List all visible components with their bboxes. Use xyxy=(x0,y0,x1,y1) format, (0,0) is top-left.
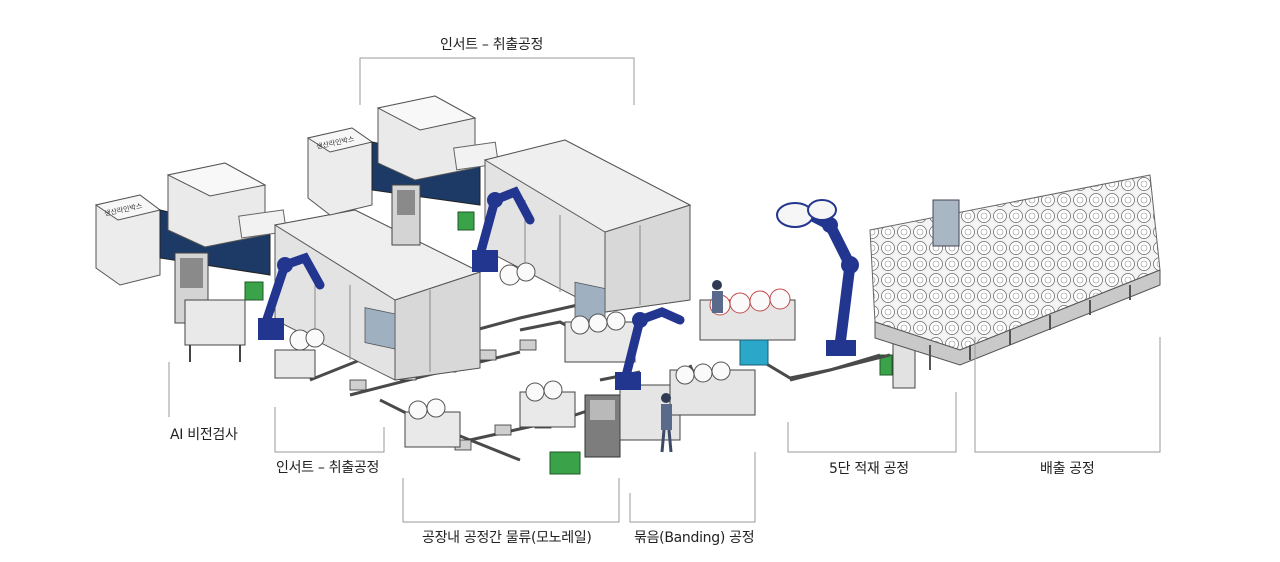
injection-machine-left xyxy=(94,162,482,381)
label-ai-vision: AI 비전검사 xyxy=(170,427,238,443)
banding-cell xyxy=(549,280,796,475)
label-banding: 묶음(Banding) 공정 xyxy=(634,530,755,546)
buffer-stations xyxy=(274,311,636,448)
callout-brackets xyxy=(168,57,1161,523)
label-insert-bottom: 인서트 – 취출공정 xyxy=(276,460,380,476)
ai-vision-station xyxy=(174,252,264,362)
label-stacking: 5단 적재 공정 xyxy=(829,461,909,477)
label-insert-top: 인서트 – 취출공정 xyxy=(440,37,544,53)
injection-machine-middle xyxy=(306,95,692,325)
discharge-rack xyxy=(869,174,1161,370)
label-monorail: 공장내 공정간 물류(모노레일) xyxy=(422,530,592,546)
label-discharge: 배출 공정 xyxy=(1040,461,1095,477)
